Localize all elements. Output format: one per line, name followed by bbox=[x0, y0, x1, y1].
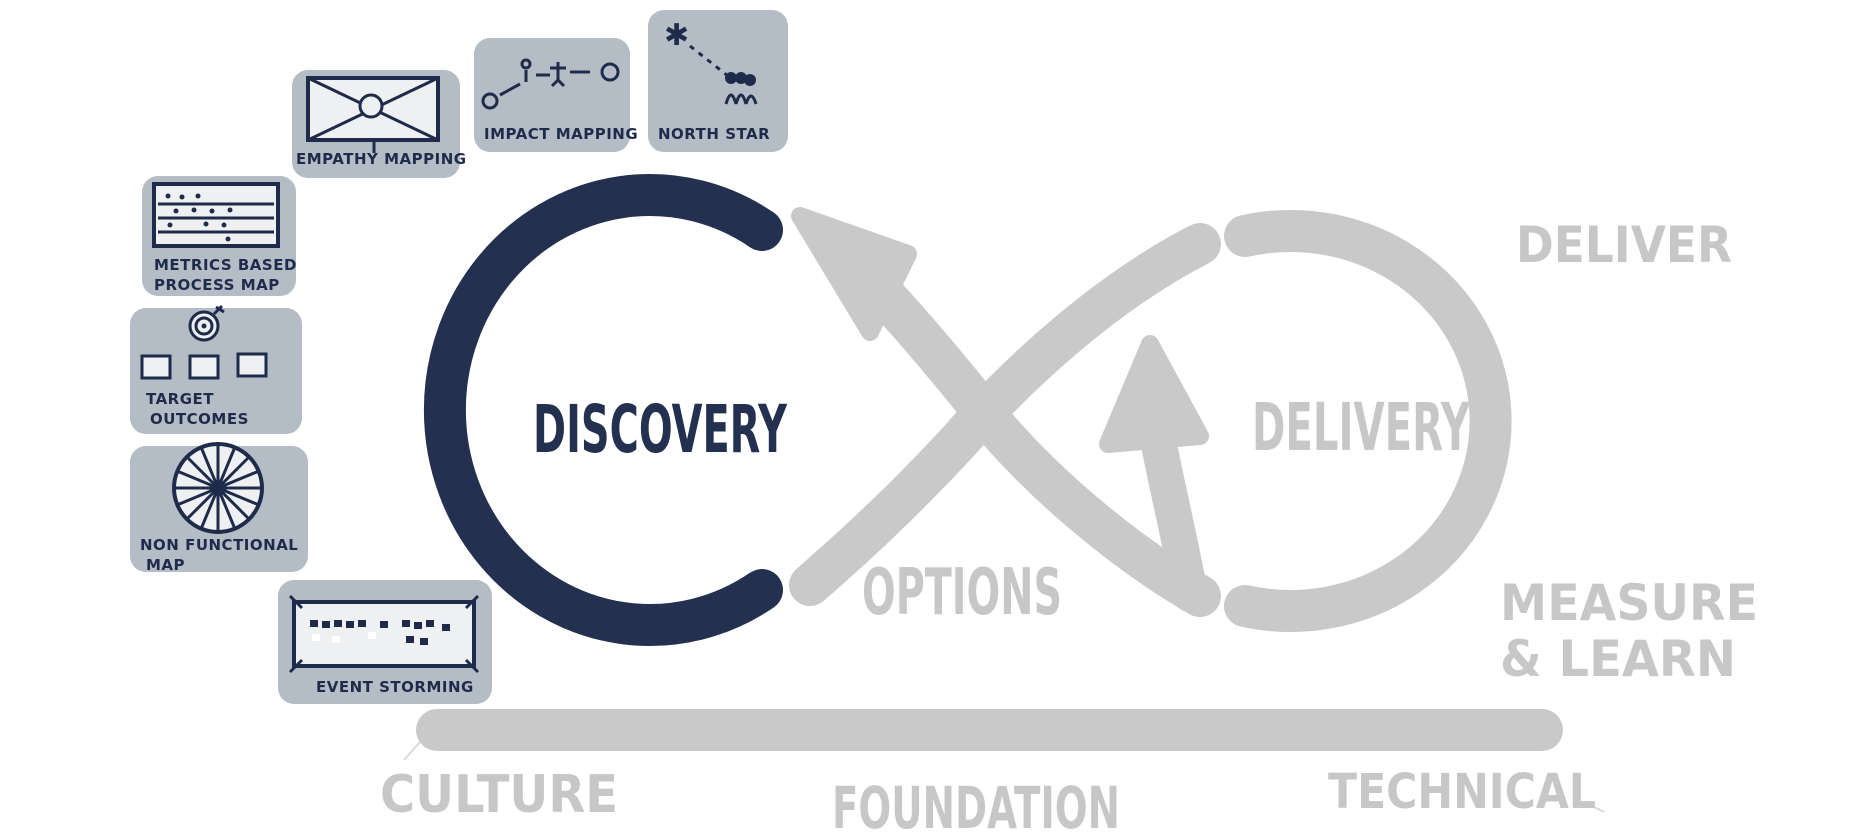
impact-map-icon bbox=[481, 58, 620, 110]
delivery-arc bbox=[1224, 210, 1512, 632]
technical-label: TECHNICAL bbox=[1328, 764, 1596, 820]
arrow-head-to-discovery bbox=[791, 207, 917, 341]
target-icon bbox=[188, 304, 225, 342]
deliver-label: DELIVER bbox=[1516, 216, 1732, 274]
foundation-label: FOUNDATION bbox=[832, 774, 1120, 839]
process-map-icon bbox=[152, 182, 280, 248]
metrics-map-label-line2: PROCESS MAP bbox=[154, 276, 280, 294]
practice-card-empathy-mapping: EMPATHY MAPPING bbox=[292, 70, 467, 178]
north-star-icon: ✱ bbox=[664, 18, 758, 105]
practice-card-event-storming: EVENT STORMING bbox=[278, 580, 492, 704]
wheel-icon bbox=[172, 442, 264, 534]
foundation-bar-sketch-lines bbox=[403, 741, 1605, 813]
outcome-boxes-icon bbox=[140, 352, 268, 380]
non-functional-map-label-line1: NON FUNCTIONAL bbox=[140, 536, 298, 554]
practice-card-non-functional-map: NON FUNCTIONAL MAP bbox=[130, 442, 308, 574]
non-functional-map-label-line2: MAP bbox=[146, 556, 185, 574]
north-star-label: NORTH STAR bbox=[658, 125, 770, 143]
discovery-label: DISCOVERY bbox=[533, 391, 788, 468]
empathy-mapping-label: EMPATHY MAPPING bbox=[296, 150, 467, 168]
options-label: OPTIONS bbox=[862, 556, 1062, 630]
event-storming-icon bbox=[288, 594, 480, 674]
metrics-map-label-line1: METRICS BASED bbox=[154, 256, 297, 274]
target-outcomes-label-line1: TARGET bbox=[146, 390, 214, 408]
delivery-label: DELIVERY bbox=[1252, 389, 1471, 466]
target-outcomes-label-line2: OUTCOMES bbox=[150, 410, 249, 428]
empathy-map-icon bbox=[306, 76, 440, 153]
options-cross-line-upper bbox=[789, 223, 1221, 606]
culture-label: CULTURE bbox=[380, 765, 618, 825]
practice-card-metrics-based-process-map: METRICS BASED PROCESS MAP bbox=[142, 176, 297, 296]
practice-card-target-outcomes: TARGET OUTCOMES bbox=[130, 304, 302, 434]
measure-label: MEASURE bbox=[1500, 574, 1758, 632]
event-storming-label: EVENT STORMING bbox=[316, 678, 474, 696]
svg-text:✱: ✱ bbox=[664, 18, 689, 53]
practice-card-impact-mapping: IMPACT MAPPING bbox=[474, 38, 638, 152]
arrow-shaft-to-delivery bbox=[1140, 422, 1208, 612]
learn-label: & LEARN bbox=[1500, 630, 1736, 688]
practice-card-north-star: ✱ NORTH STAR bbox=[648, 10, 788, 152]
options-cross-line-lower bbox=[839, 249, 1221, 617]
impact-mapping-label: IMPACT MAPPING bbox=[484, 125, 638, 143]
discovery-arc bbox=[423, 174, 783, 646]
